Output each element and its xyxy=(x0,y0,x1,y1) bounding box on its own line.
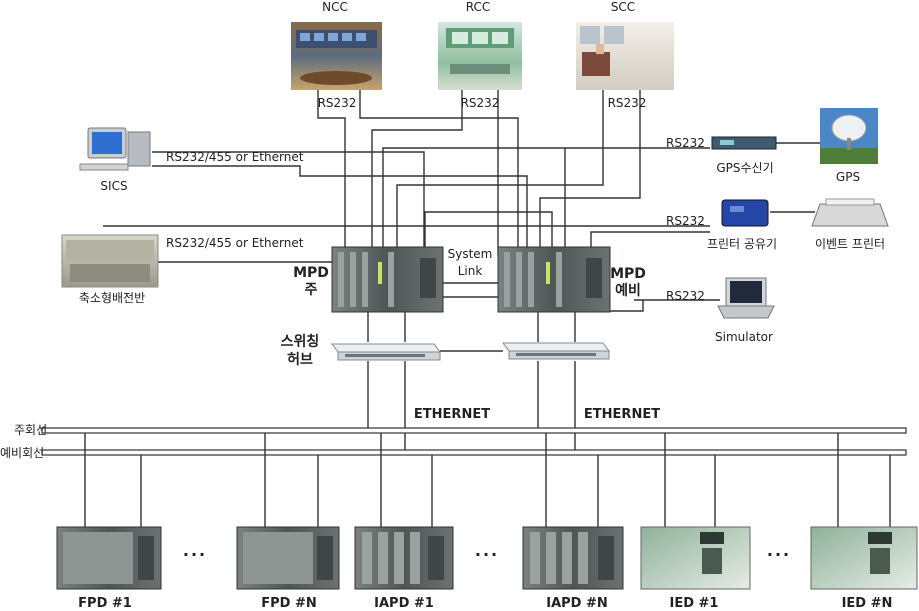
simulator: RS232 Simulator xyxy=(666,277,775,344)
iapd-1-rack-picture xyxy=(354,526,454,590)
backup-bus-label: 예비회선 xyxy=(0,446,44,460)
mpd-main-subtitle: 주 xyxy=(305,282,318,298)
ncc-link-label: RS232 xyxy=(318,96,357,110)
sics-label: SICS xyxy=(100,179,127,193)
hub-subtitle: 허브 xyxy=(287,351,313,368)
mpd-main-rack-picture xyxy=(331,246,444,313)
gps-receiver: RS232 GPS수신기 xyxy=(666,136,777,175)
scc-label: SCC xyxy=(611,0,635,14)
rcc-control-room-picture xyxy=(438,22,522,90)
ellipsis-3: ... xyxy=(767,541,791,560)
ethernet-label-1: ETHERNET xyxy=(414,407,490,422)
switching-hub: 스위칭 허브 xyxy=(281,334,610,368)
system-link-line2: Link xyxy=(458,264,483,278)
distribution-panel-picture xyxy=(61,234,159,288)
ied-1-label: IED #1 xyxy=(670,596,719,611)
event-printer-label: 이벤트 프린터 xyxy=(815,237,885,251)
device-fpd-n: FPD #N xyxy=(236,526,340,611)
device-iapd-n: IAPD #N xyxy=(522,526,624,611)
mpd-backup: MPD 예비 xyxy=(497,246,646,313)
printer-share-picture xyxy=(721,199,769,227)
gps-label: GPS xyxy=(836,170,860,184)
rcc-label: RCC xyxy=(466,0,491,14)
iapd-n-rack-picture xyxy=(522,526,624,590)
device-ied-n: IED #N xyxy=(810,526,918,611)
sics-computer-picture xyxy=(79,127,151,171)
scc-control-room-picture xyxy=(576,22,674,90)
rcc-link-label: RS232 xyxy=(461,96,500,110)
sics: SICS RS232/455 or Ethernet xyxy=(79,127,304,193)
hub-title: 스위칭 xyxy=(281,334,320,350)
device-ied-1: IED #1 xyxy=(640,526,751,611)
gps-receiver-label: GPS수신기 xyxy=(716,161,773,175)
mpd-main: MPD 주 xyxy=(293,246,444,313)
ethernet-label-2: ETHERNET xyxy=(584,407,660,422)
fpd-1-rack-picture xyxy=(56,526,162,590)
device-fpd-1: FPD #1 xyxy=(56,526,162,611)
scc-link-label: RS232 xyxy=(608,96,647,110)
control-center-ncc: NCC RS232 xyxy=(291,0,382,110)
gps-receiver-link-label: RS232 xyxy=(666,136,705,150)
ied-n-label: IED #N xyxy=(842,596,893,611)
fpd-1-label: FPD #1 xyxy=(78,596,132,611)
device-iapd-1: IAPD #1 xyxy=(354,526,454,611)
system-link: System Link xyxy=(448,247,493,278)
fpd-n-label: FPD #N xyxy=(261,596,317,611)
ellipsis-2: ... xyxy=(475,541,499,560)
distribution-panel: 축소형배전반 RS232/455 or Ethernet xyxy=(61,234,304,305)
mpd-backup-rack-picture xyxy=(497,246,611,313)
printer-share-link-label: RS232 xyxy=(666,214,705,228)
switching-hub-1-picture xyxy=(331,343,441,361)
printer-share: RS232 프린터 공유기 xyxy=(666,199,777,251)
main-bus-label: 주회선 xyxy=(14,423,47,437)
simulator-laptop-picture xyxy=(717,277,775,319)
control-center-rcc: RCC RS232 xyxy=(438,0,522,110)
printer-share-label: 프린터 공유기 xyxy=(707,237,777,251)
event-printer: 이벤트 프린터 xyxy=(811,198,889,251)
ied-n-panel-picture xyxy=(810,526,918,590)
gps-receiver-picture xyxy=(711,136,777,150)
gps-satellite-dish-picture xyxy=(820,108,878,164)
iapd-1-label: IAPD #1 xyxy=(374,596,434,611)
ncc-label: NCC xyxy=(322,0,348,14)
simulator-label: Simulator xyxy=(715,330,773,344)
panel-link-label: RS232/455 or Ethernet xyxy=(166,236,304,250)
event-printer-picture xyxy=(811,198,889,227)
ellipsis-1: ... xyxy=(183,541,207,560)
connection-wires xyxy=(41,90,907,527)
switching-hub-2-picture xyxy=(502,342,610,360)
mpd-backup-subtitle: 예비 xyxy=(615,283,641,299)
mpd-backup-title: MPD xyxy=(610,266,646,282)
mpd-main-title: MPD xyxy=(293,265,329,281)
iapd-n-label: IAPD #N xyxy=(546,596,608,611)
system-link-line1: System xyxy=(448,247,493,261)
sics-link-label: RS232/455 or Ethernet xyxy=(166,150,304,164)
fpd-n-rack-picture xyxy=(236,526,340,590)
gps: GPS xyxy=(820,108,878,184)
ied-1-panel-picture xyxy=(640,526,751,590)
ncc-control-room-picture xyxy=(291,22,382,90)
panel-label: 축소형배전반 xyxy=(79,291,145,305)
simulator-link-label: RS232 xyxy=(666,289,705,303)
control-center-scc: SCC RS232 xyxy=(576,0,674,110)
